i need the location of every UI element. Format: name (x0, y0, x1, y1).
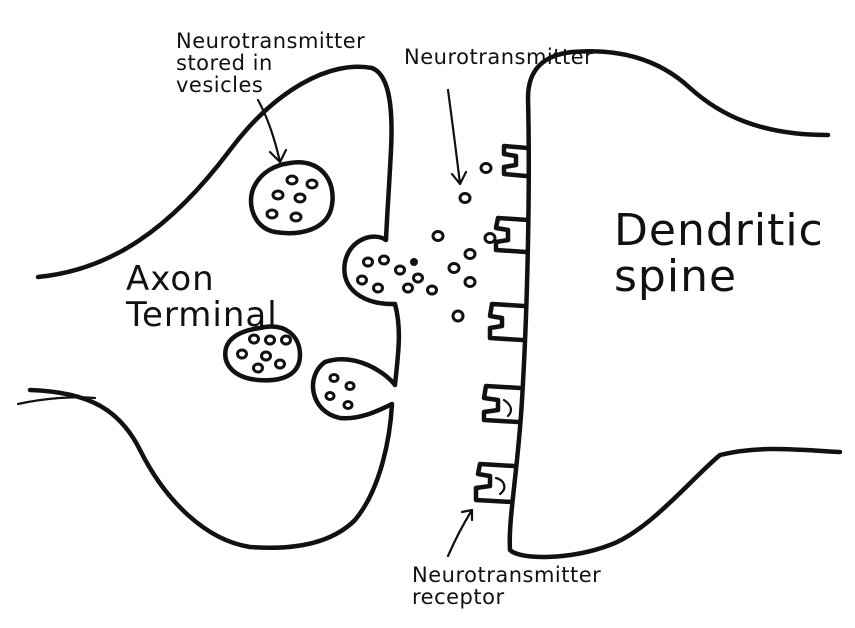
arrow-receptor-label (448, 510, 472, 556)
fusing-vesicle-contents (358, 256, 389, 292)
receptor-1 (504, 146, 528, 176)
released-neurotransmitters (396, 164, 496, 322)
receptor-4 (484, 386, 520, 422)
neurotransmitter-label: Neurotransmitter (404, 46, 593, 68)
dendritic-spine-label: Dendritic spine (614, 208, 824, 300)
vesicle-upper (251, 162, 333, 233)
arrow-neurotransmitter-label (448, 90, 466, 184)
receptor-2 (496, 218, 528, 252)
receptor-label: Neurotransmitter receptor (412, 564, 601, 608)
arrow-vesicle-label (258, 100, 286, 162)
lower-bulge-contents (326, 375, 354, 409)
receptor-3 (490, 304, 524, 340)
axon-terminal-label: Axon Terminal (126, 262, 278, 333)
receptor-5 (476, 464, 514, 502)
vesicle-note-label: Neurotransmitter stored in vesicles (176, 30, 365, 96)
dendritic-spine-outline (510, 51, 840, 557)
